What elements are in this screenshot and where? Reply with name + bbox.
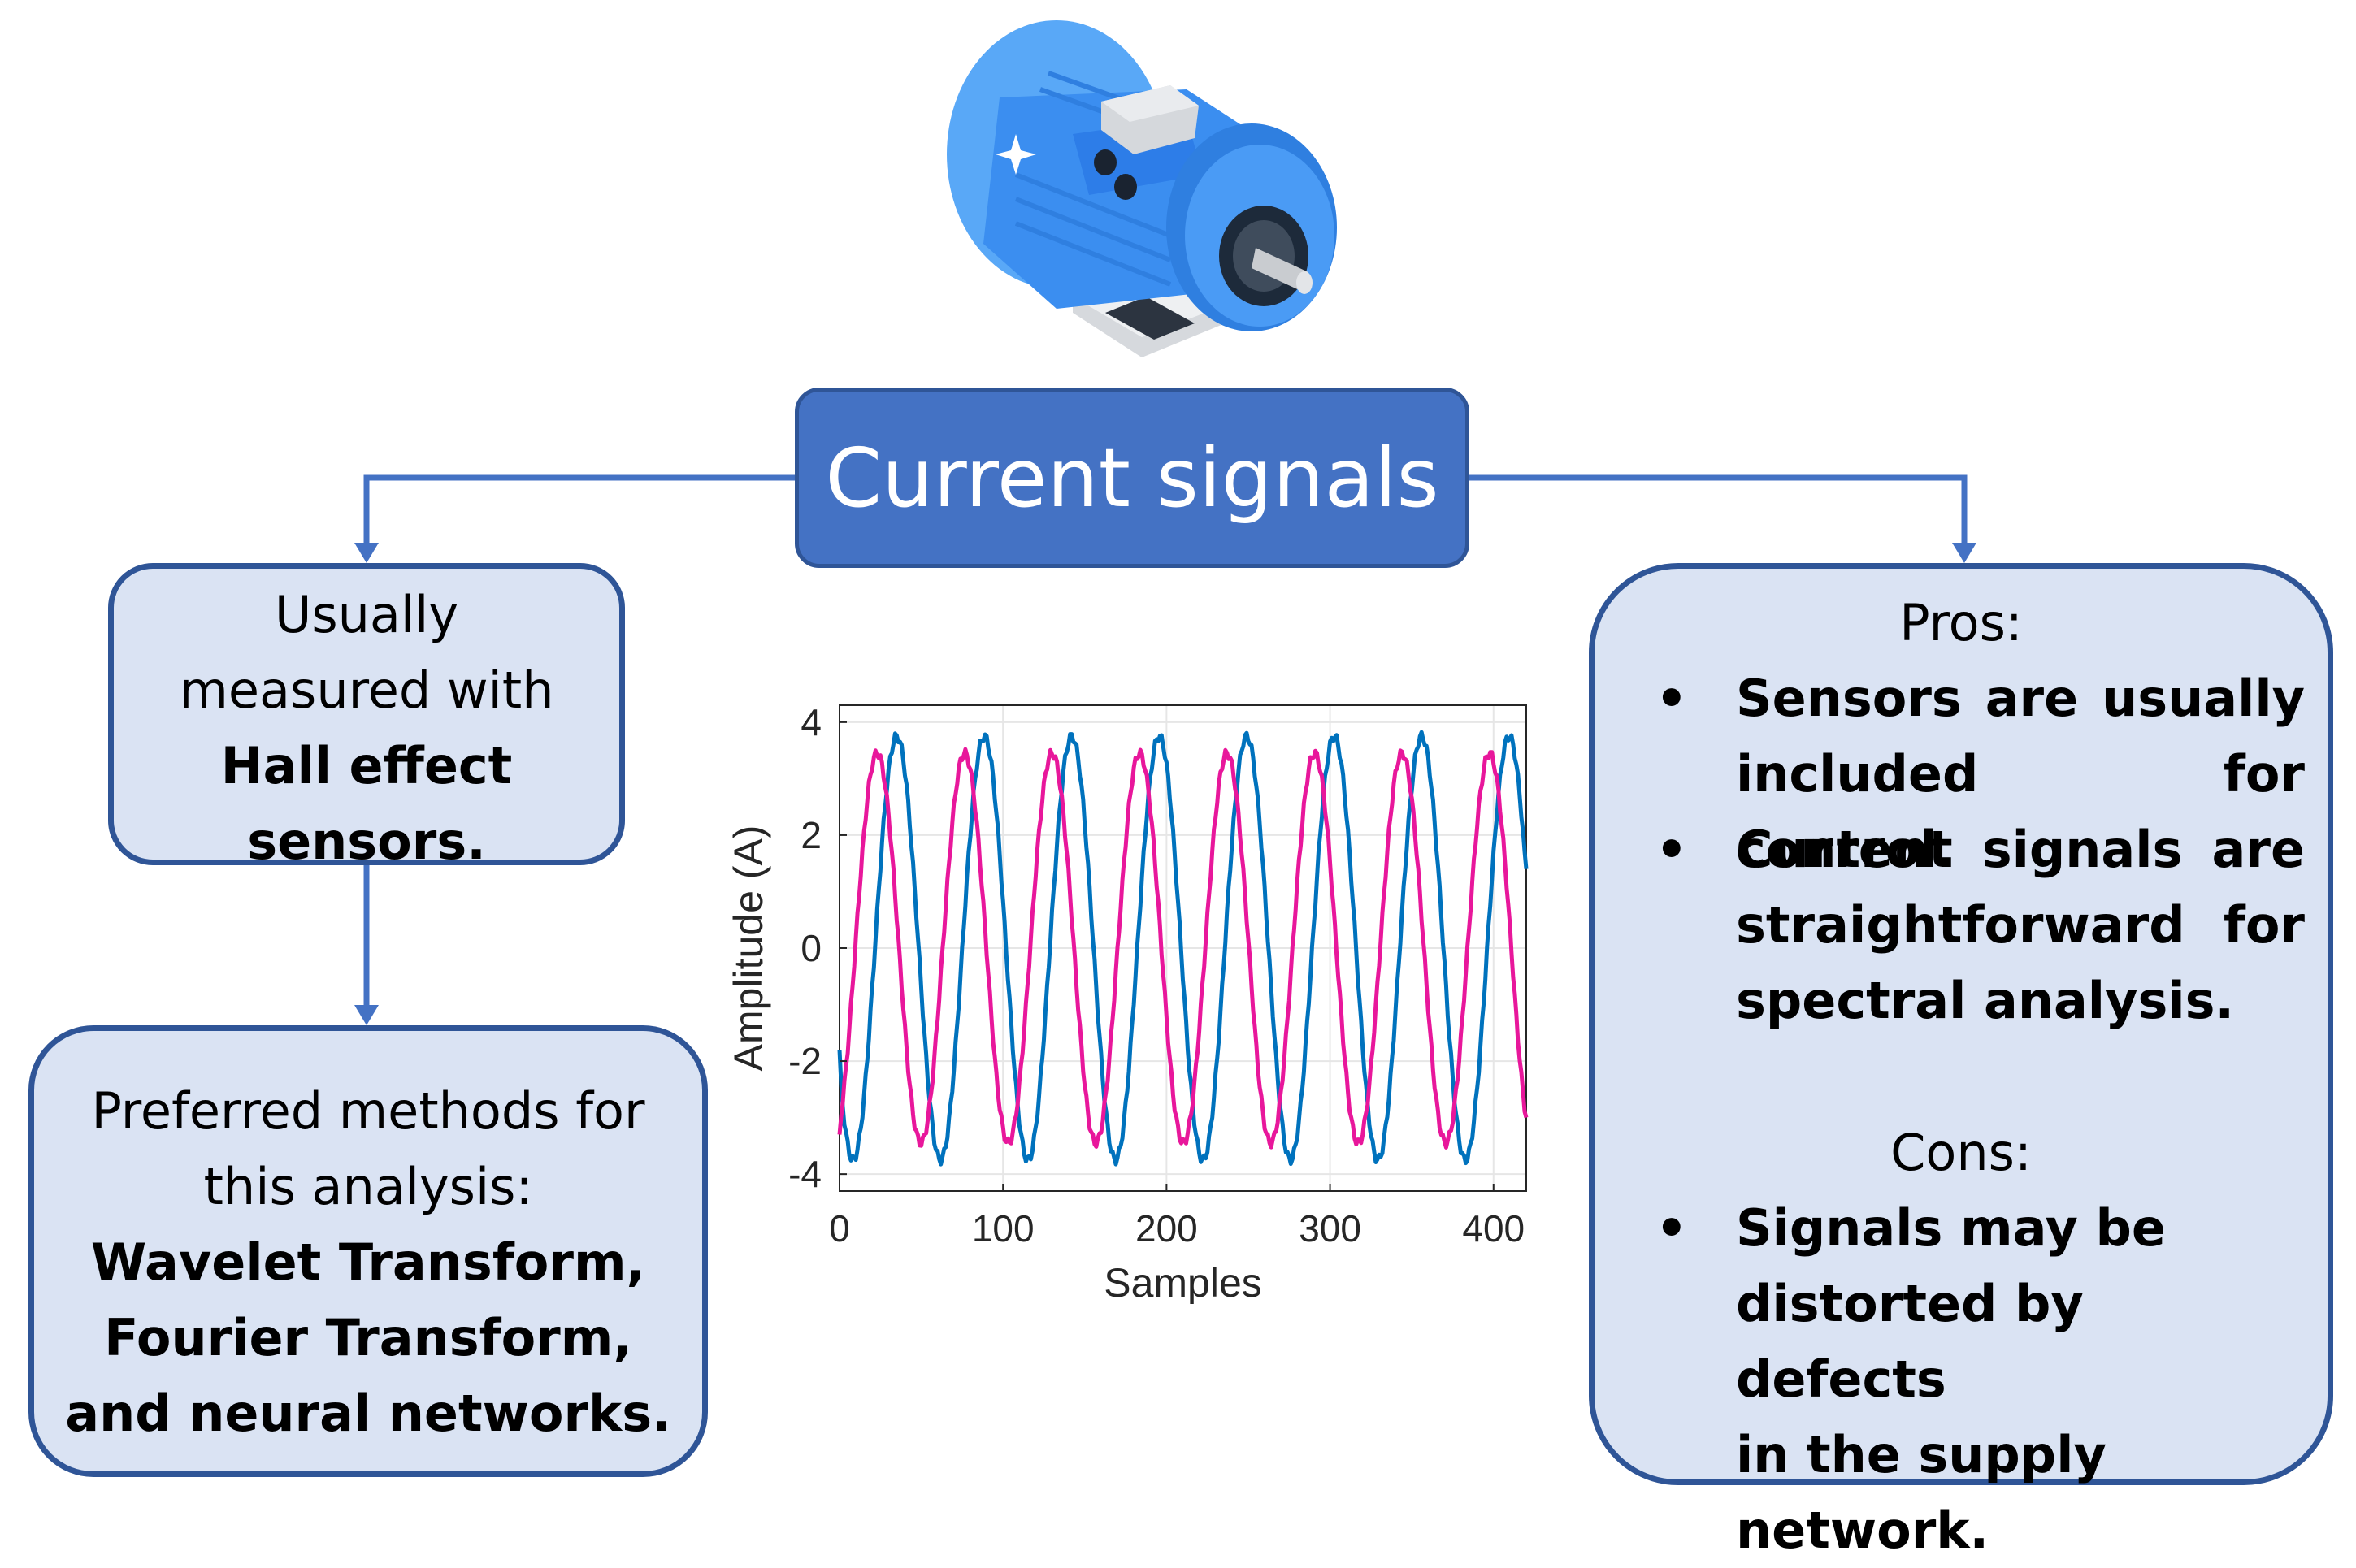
y-tick-label: 2 [801, 814, 822, 856]
methods-bold-3: and neural networks. [65, 1384, 671, 1443]
bullet-dot-icon: • [1655, 669, 1688, 728]
chart-x-axis-label: Samples [1104, 1260, 1262, 1304]
chart-x-ticks: 0 100 200 300 400 [829, 1184, 1525, 1250]
x-tick-label: 100 [972, 1207, 1035, 1250]
methods-line-1: Preferred methods for [91, 1081, 645, 1141]
pros-1-line-1: Sensors are usually [1736, 669, 2305, 728]
methods-bold-1: Wavelet Transform, [90, 1232, 646, 1292]
chart-series-group [837, 730, 1529, 1167]
arrowhead-measured [354, 543, 379, 563]
cons-1-line-1: Signals may be [1736, 1198, 2166, 1258]
arrowhead-methods [354, 1005, 379, 1025]
cons-1-line-2: distorted by defects [1736, 1274, 2084, 1409]
pros-2-line-1: Current signals are [1736, 820, 2305, 879]
cons-bullet-1-text: Signals may be distorted by defects in t… [1736, 1190, 2305, 1568]
pros-1-line-2: included for control. [1736, 744, 2305, 879]
chart-y-ticks: -4 -2 0 2 4 [788, 701, 847, 1195]
chart-y-axis-label: Amplitude (A) [726, 825, 771, 1072]
x-tick-label: 200 [1135, 1207, 1198, 1250]
motor-shaft [1252, 248, 1308, 292]
measured-bold-2: sensors. [247, 812, 486, 871]
pros-2-line-3: spectral analysis. [1736, 971, 2235, 1030]
methods-line-2: this analysis: [203, 1157, 533, 1216]
measured-line-1: Usually [274, 585, 459, 644]
cons-1-line-3: in the supply [1736, 1425, 2107, 1484]
x-tick-label: 400 [1462, 1207, 1525, 1250]
cons-1-line-4: network. [1736, 1501, 1989, 1560]
arrowhead-pros [1952, 543, 1976, 563]
y-tick-label: -4 [788, 1153, 822, 1195]
measured-with-box: Usually measured with Hall effect sensor… [108, 563, 625, 871]
y-tick-label: 4 [801, 701, 822, 743]
connectors [354, 474, 1976, 1025]
y-tick-label: 0 [801, 927, 822, 969]
sparkle-icon [996, 134, 1036, 175]
pros-cons-box: Pros: • Sensors are usually included for… [1589, 563, 2333, 1560]
electric-motor-icon [947, 20, 1337, 357]
cons-heading: Cons: [1890, 1123, 2032, 1182]
bullet-dot-icon: • [1655, 820, 1688, 879]
x-tick-label: 0 [829, 1207, 850, 1250]
motor-base-pad [1105, 297, 1195, 340]
connector-title-to-measured [363, 474, 796, 544]
title-text: Current signals [825, 430, 1439, 526]
current-signal-chart: 0 100 200 300 400 -4 -2 0 2 4 Samples Amplitude … [726, 701, 1529, 1304]
connector-title-to-pros [1468, 474, 1968, 544]
pros-heading: Pros: [1899, 593, 2023, 652]
pros-bullet-1-text: Sensors are usually included for control… [1736, 661, 2305, 887]
pros-2-line-2: straightforward for [1736, 895, 2305, 955]
series-line-2 [837, 747, 1529, 1150]
measured-bold-1: Hall effect [220, 736, 513, 795]
measured-line-2: measured with [179, 661, 554, 720]
preferred-methods-box: Preferred methods for this analysis: Wav… [28, 1025, 708, 1477]
pros-bullet-2-text: Current signals are straightforward for … [1736, 812, 2305, 1038]
bullet-dot-icon: • [1655, 1198, 1688, 1258]
y-tick-label: -2 [788, 1040, 822, 1082]
x-tick-label: 300 [1299, 1207, 1361, 1250]
title-box: Current signals [795, 388, 1469, 568]
methods-bold-2: Fourier Transform, [104, 1308, 632, 1367]
